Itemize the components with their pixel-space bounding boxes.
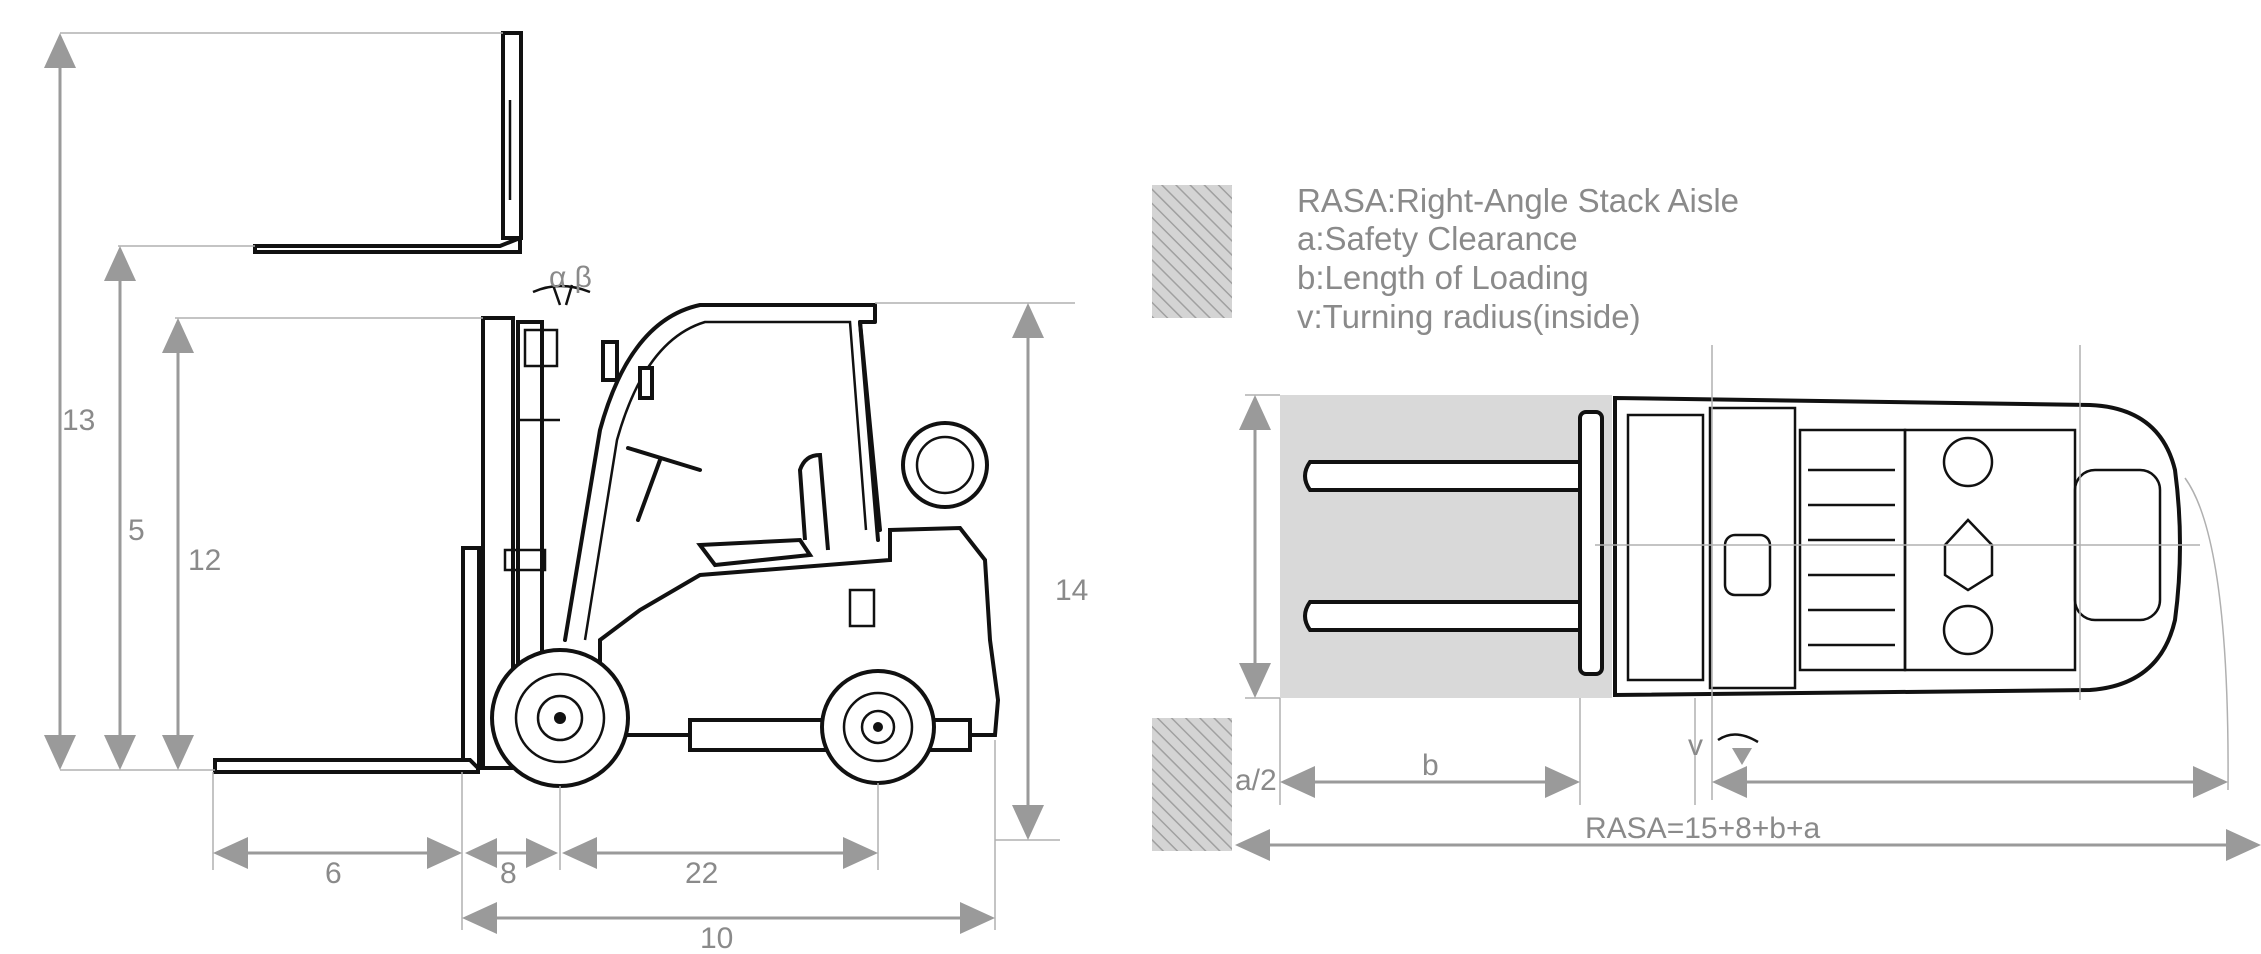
legend-a: a:Safety Clearance [1297,220,1578,257]
dim-12-label: 12 [188,544,221,577]
side-view: α β [44,31,1088,954]
dim-8: 8 [465,838,558,890]
dim-22-label: 22 [685,857,718,890]
dim-12: 12 [162,318,221,770]
dim-8-label: 8 [500,857,517,890]
dim-5-label: 5 [128,514,145,547]
legend: RASA:Right-Angle Stack Aisle a:Safety Cl… [1152,182,1739,335]
dim-a-half-label: a/2 [1235,764,1277,797]
dim-10-label: 10 [700,922,733,954]
side-extension-lines [60,32,1075,930]
dim-6-label: 6 [325,857,342,890]
steering-and-seat [626,446,830,568]
dim-load-width [1239,395,1271,698]
dim-13-label: 13 [62,404,95,437]
dim-13: 13 [44,33,95,770]
overhead-guard [563,303,882,642]
dim-14: 14 [1012,303,1088,840]
legend-rasa: RASA:Right-Angle Stack Aisle [1297,182,1739,219]
dim-14-label: 14 [1055,574,1088,607]
tilt-symbol-text: α β [549,261,592,294]
wall-hatch [1152,718,1232,851]
lpg-tank [901,421,989,509]
dim-10: 10 [462,902,995,954]
top-view: RASA:Right-Angle Stack Aisle a:Safety Cl… [1152,182,2261,861]
dim-6: 6 [213,837,462,890]
dim-rasa-label: RASA=15+8+b+a [1585,812,1821,845]
dim-22: 22 [562,837,878,890]
load-area [1280,395,1612,698]
legend-hatch-swatch [1152,185,1232,318]
raised-fork [253,31,523,254]
body [598,525,1001,752]
top-forks [1303,410,1604,676]
dim-v: v [1688,729,2228,798]
dim-v-label: v [1688,729,1703,762]
front-wheel [490,648,630,788]
dim-rasa: RASA=15+8+b+a [1235,812,2261,861]
lowered-fork [213,546,481,774]
top-truck-body [1613,395,2182,698]
tilt-symbol: α β [532,261,592,306]
dim-b-label: b [1422,749,1439,782]
top-center-lines [1245,345,2229,805]
legend-b: b:Length of Loading [1297,259,1589,296]
dim-5: 5 [104,246,145,770]
rear-wheel [820,669,936,785]
legend-v: v:Turning radius(inside) [1297,298,1641,335]
dim-b: b [1280,749,1580,798]
